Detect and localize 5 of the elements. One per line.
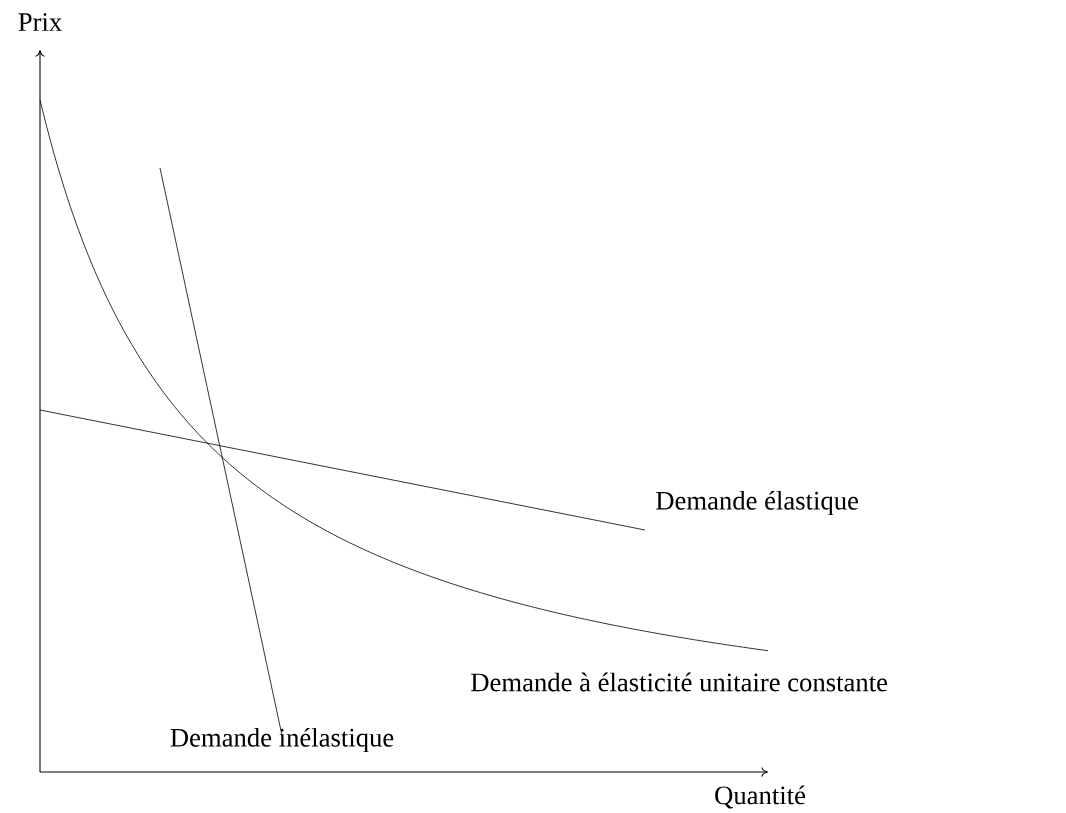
curve-label: Demande à élasticité unitaire constante (471, 672, 888, 692)
curve-label: Demande élastique (656, 490, 858, 516)
curve-label: Demande inélastique (170, 727, 394, 753)
axis-label: Prix (18, 13, 62, 31)
axis-label: Quantité (715, 785, 805, 809)
